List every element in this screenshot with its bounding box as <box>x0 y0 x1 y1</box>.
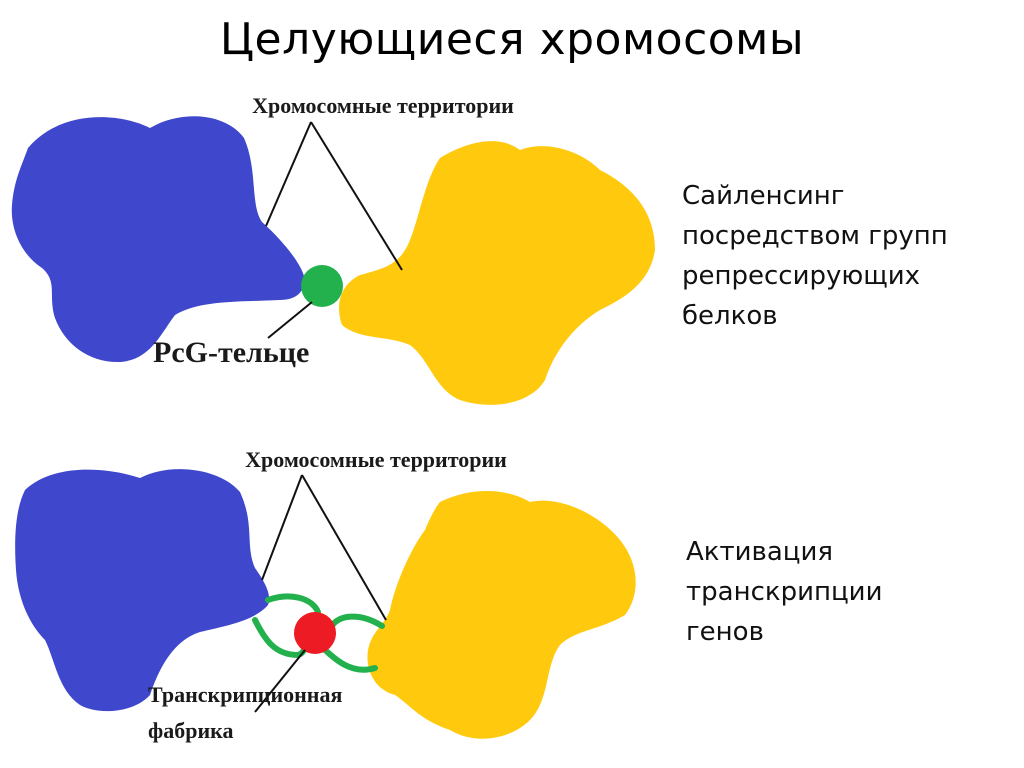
bottom-description-line: транскрипции <box>686 577 883 607</box>
top-territory-pointer-right <box>310 121 403 271</box>
top-territories-label: Хромосомные территории <box>252 93 514 118</box>
bottom-panel: Хромосомные территории Транскрипционная … <box>15 447 636 743</box>
top-description-line: белков <box>682 301 778 331</box>
bottom-left-chromosome <box>15 469 270 712</box>
top-right-chromosome <box>339 141 655 405</box>
top-territory-pointer-left <box>265 121 312 227</box>
pcg-body-label: PcG-тельце <box>153 336 309 369</box>
top-description-line: Сайленсинг <box>682 181 845 211</box>
factory-label-line-1: Транскрипционная <box>148 682 342 707</box>
bottom-right-chromosome <box>367 491 636 739</box>
pcg-body <box>301 265 343 307</box>
pcg-body-pointer <box>267 301 313 339</box>
factory-pointer <box>254 649 306 713</box>
bottom-description: Активация транскрипции генов <box>686 532 882 652</box>
bottom-description-line: Активация <box>686 537 834 567</box>
bottom-territory-pointer-right <box>301 474 387 621</box>
loop-upper-right <box>329 613 385 629</box>
top-left-chromosome <box>11 116 305 363</box>
transcription-factory <box>294 612 336 654</box>
bottom-territory-pointer-left <box>261 474 303 581</box>
top-description: Сайленсинг посредством групп репрессирую… <box>682 176 948 336</box>
slide-title: Целующиеся хромосомы <box>219 14 805 65</box>
top-description-line: репрессирующих <box>682 261 921 291</box>
factory-label-line-2: фабрика <box>148 718 233 743</box>
bottom-description-line: генов <box>686 617 764 647</box>
loop-upper-left <box>265 593 321 615</box>
bottom-territories-label: Хромосомные территории <box>245 447 507 472</box>
top-description-line: посредством групп <box>682 221 948 251</box>
top-panel: Хромосомные территории PcG-тельце <box>11 93 655 405</box>
